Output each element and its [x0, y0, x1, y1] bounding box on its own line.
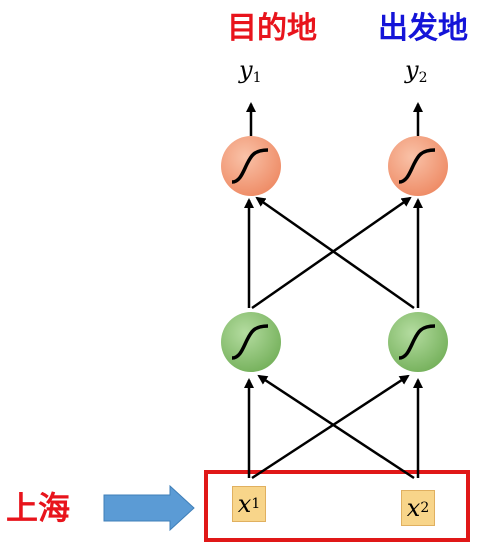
hidden-node-1 — [221, 312, 281, 372]
output-label-1: 目的地 — [227, 11, 317, 46]
sigmoid-icon — [231, 324, 269, 360]
input-highlight-box — [204, 470, 470, 542]
edge-h2-o1 — [255, 196, 415, 310]
hidden-node-2 — [388, 312, 448, 372]
block-arrow-icon — [103, 484, 195, 532]
edge-x1-h2 — [251, 374, 410, 480]
edge-x2-h1 — [257, 374, 415, 480]
hidden-output-edges — [244, 196, 423, 310]
output-node-1 — [221, 136, 281, 196]
input-hidden-edges — [244, 374, 423, 480]
sigmoid-icon — [398, 148, 436, 184]
output-label-2: 出发地 — [378, 11, 468, 46]
input-label: 上海 — [6, 489, 71, 527]
sigmoid-icon — [398, 324, 436, 360]
output-var-2: y2 — [405, 56, 428, 86]
output-edges — [246, 102, 423, 136]
sigmoid-icon — [231, 148, 269, 184]
edge-h1-o2 — [251, 196, 412, 310]
output-var-1: y1 — [239, 56, 262, 86]
output-node-2 — [388, 136, 448, 196]
